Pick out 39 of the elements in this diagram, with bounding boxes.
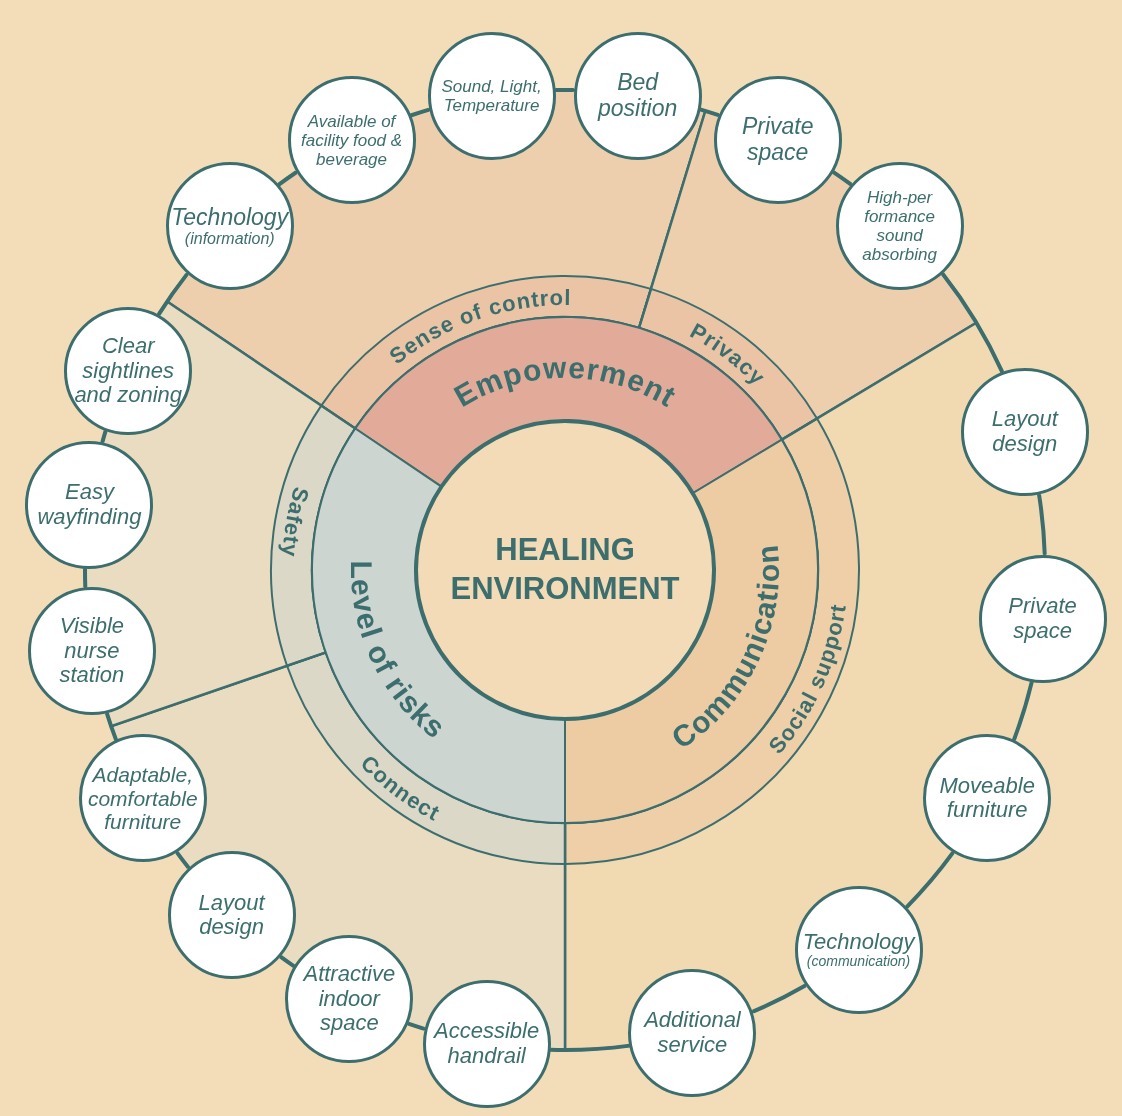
topic-label: High-per formance sound absorbing: [861, 187, 938, 264]
connector-line: [831, 170, 853, 187]
topic-label: Private space: [1007, 593, 1078, 644]
connector-line: [940, 272, 1005, 373]
connector-line: [175, 851, 191, 870]
topic-label: Clear sightlines and zoning: [73, 334, 184, 408]
connector-line: [1011, 681, 1034, 741]
connector-line: [555, 88, 574, 93]
connector-line: [905, 851, 955, 909]
topic-label: Adaptable, comfortable furniture: [87, 763, 198, 834]
topic-label: Technology: [171, 204, 289, 231]
connector-line: [1037, 494, 1047, 555]
topic-label: Private space: [740, 113, 815, 166]
connector-line: [410, 107, 430, 118]
topic-label: Layout design: [197, 890, 267, 940]
topic-label: Moveable furniture: [938, 773, 1036, 823]
topic-label: Layout design: [990, 407, 1060, 457]
topic-label: Technology: [802, 929, 915, 955]
topic-label: Bed position: [596, 69, 679, 122]
topic-label: Accessible handrail: [432, 1018, 541, 1069]
connector-line: [550, 1043, 630, 1052]
connector-line: [156, 272, 189, 316]
connector-line: [83, 568, 88, 588]
topic-label: (information): [184, 230, 275, 249]
connector-line: [699, 107, 720, 118]
topic-label: (communication): [806, 954, 911, 970]
topic-label: Easy wayfinding: [36, 480, 143, 530]
topic-label: Visible nurse station: [58, 613, 126, 688]
connector-line: [104, 712, 119, 741]
connector-line: [407, 1021, 425, 1031]
connector-line: [279, 954, 296, 968]
connector-line: [277, 170, 298, 187]
connector-line: [752, 983, 807, 1014]
segment-label: Empowerment: [448, 350, 683, 414]
topic-label: Additional service: [642, 1008, 742, 1058]
topic-label: Sound, Light, Temperature: [440, 76, 543, 115]
topic-label: Attractive indoor space: [301, 961, 397, 1036]
topic-label: Available of facility food & beverage: [300, 111, 404, 169]
connector-line: [100, 430, 108, 443]
